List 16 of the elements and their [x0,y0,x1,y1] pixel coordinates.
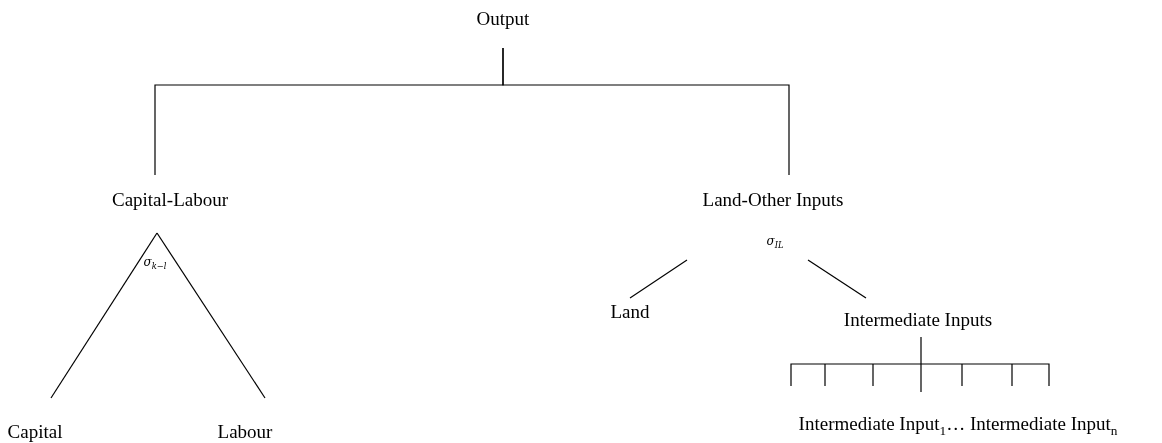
tree-connector [156,232,266,399]
node-label: Intermediate Inputs [843,309,993,331]
elasticity-label: σ$_{IL}$ [766,234,784,251]
branch-comb-line [790,336,1050,393]
tree-connector [50,232,158,399]
node-label: Capital [7,421,63,443]
node-label: Output [476,8,530,30]
tree-connector [807,259,867,299]
node-label: Land-Other Inputs [702,189,844,211]
elasticity-label: σ$_{k−l}$ [143,255,167,272]
node-label: Land [610,301,650,323]
node-label: Capital-Labour [111,189,229,211]
tree-connector [629,259,688,299]
node-label: Labour [217,421,273,443]
tree-connector [502,47,790,176]
node-label: Intermediate Input$_{1}$… Intermediate Input$_{n}$ [798,413,1118,442]
